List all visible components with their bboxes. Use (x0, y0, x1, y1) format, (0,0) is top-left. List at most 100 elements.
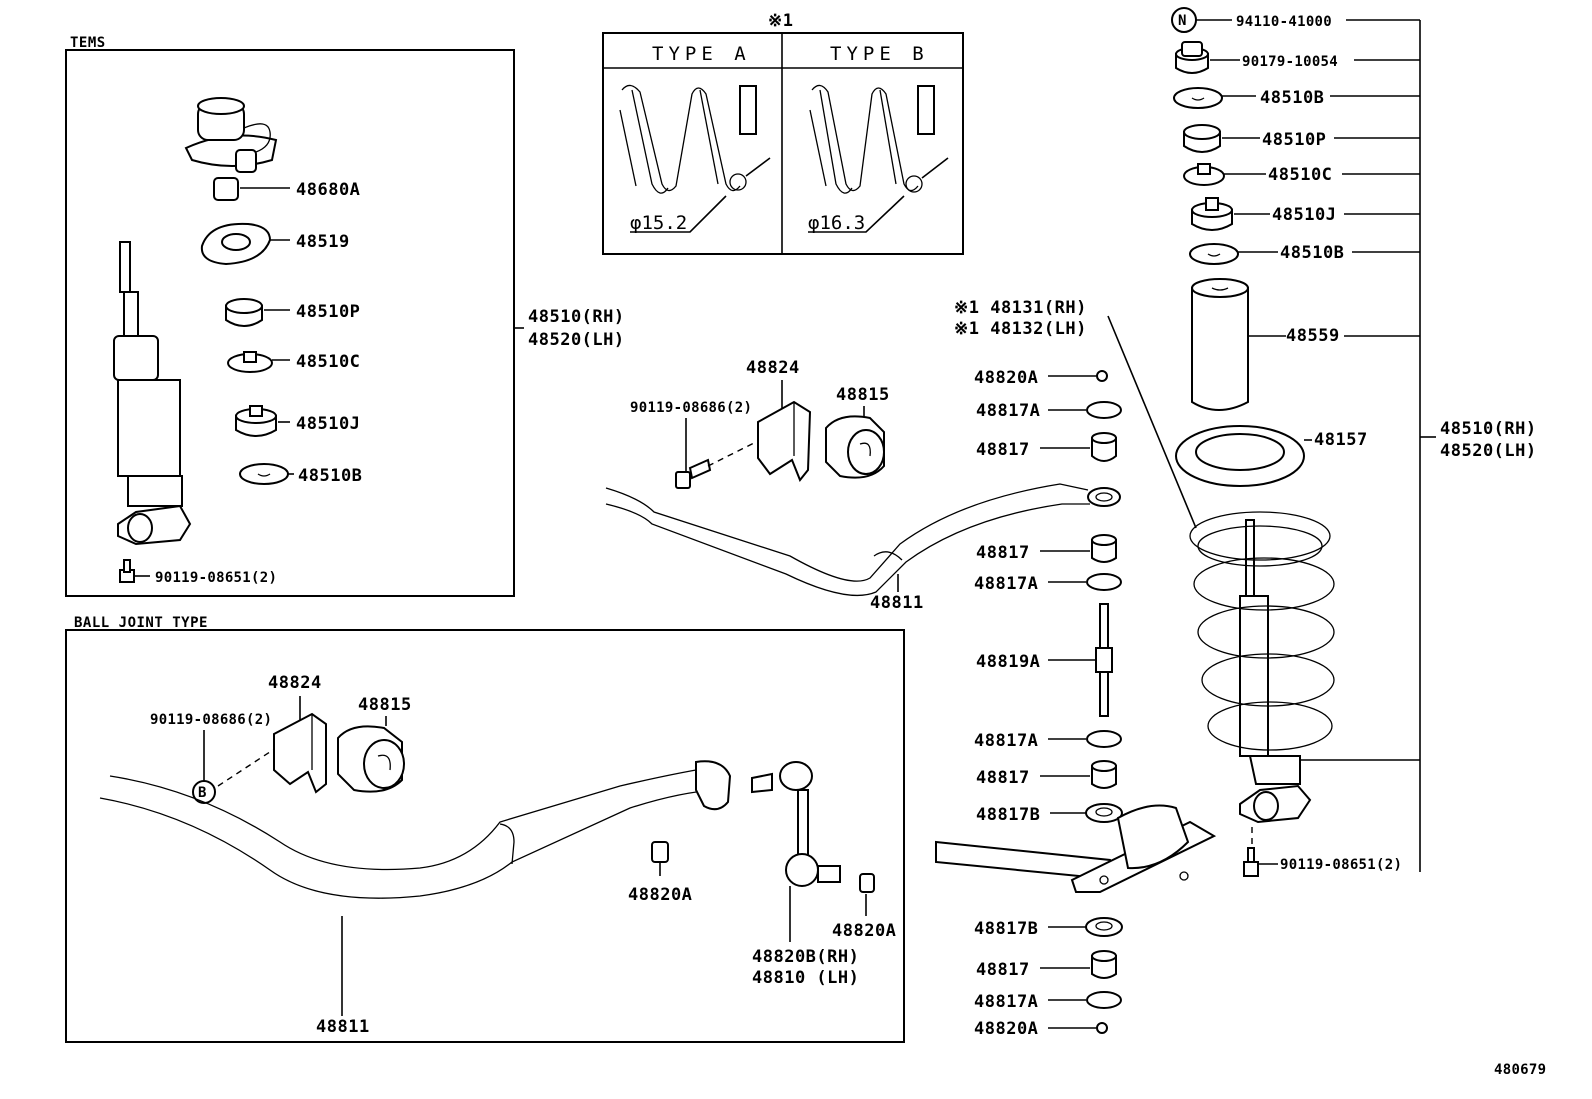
label-bj-link-lh: 48810 (LH) (752, 968, 859, 988)
spring-type-table: ※1 TYPE A TYPE B φ15.2 φ1 (602, 11, 964, 255)
tems-actuator-icon (184, 97, 278, 173)
stack-label-1: 48817A (976, 401, 1040, 421)
label-tems-assy-rh: 48510(RH) (528, 307, 625, 327)
coil-spring-strut-icon (1189, 511, 1335, 824)
spring-type-a-icon (619, 84, 771, 233)
upper-stabilizer-bar-icon (605, 483, 1121, 597)
label-strut-48510b: 48510B (1280, 243, 1344, 263)
stack-label-8: 48817B (976, 805, 1040, 825)
stack-bushing-10-icon (1091, 950, 1117, 979)
stack-retainer-11-icon (1086, 991, 1122, 1009)
label-90179: 90179-10054 (1242, 54, 1338, 70)
label-bj-nut-a: 48820A (628, 885, 692, 905)
upper-bolt-icon (675, 458, 712, 489)
label-bj-link-rh: 48820B(RH) (752, 947, 859, 967)
stack-link-bolt-5-icon (1095, 603, 1113, 717)
label-bj-bracket: 48824 (268, 673, 322, 693)
label-upper-bar: 48811 (870, 593, 924, 613)
stack-retainer-6-icon (1086, 730, 1122, 748)
spring-type-b-icon (808, 84, 949, 233)
marker-b-icon (192, 780, 216, 804)
nut-48680a-icon (213, 177, 239, 201)
mount-48519-icon (200, 222, 272, 266)
label-strut-assy-rh: 48510(RH) (1440, 419, 1537, 439)
stack-cup-9-icon (1085, 917, 1123, 937)
type-a-heading: TYPE A (652, 43, 751, 65)
stack-label-11: 48817A (974, 992, 1038, 1012)
stack-retainer-1-icon (1086, 401, 1122, 419)
label-strut-48510p: 48510P (1262, 130, 1326, 150)
label-48559: 48559 (1286, 326, 1340, 346)
label-strut-48510j: 48510J (1272, 205, 1336, 225)
spring-table-frame (602, 32, 964, 255)
label-bj-bar: 48811 (316, 1017, 370, 1037)
label-upper-bracket: 48824 (746, 358, 800, 378)
label-bj-bolt: 90119-08686(2) (150, 712, 272, 728)
bj-link-icon (751, 761, 841, 887)
cap-nut-90179-icon (1175, 41, 1209, 74)
label-upper-bolt: 90119-08686(2) (630, 400, 752, 416)
tems-shock-absorber-icon (113, 241, 192, 546)
stack-nut-0-icon (1096, 370, 1108, 382)
label-strut-48510c: 48510C (1268, 165, 1332, 185)
label-bj-nut-b: 48820A (832, 921, 896, 941)
label-upper-bushing: 48815 (836, 385, 890, 405)
stack-label-3: 48817 (976, 543, 1030, 563)
bump-boot-48559-icon (1191, 278, 1249, 411)
stack-bushing-2-icon (1091, 432, 1117, 462)
label-48510j: 48510J (296, 414, 360, 434)
label-48510c: 48510C (296, 352, 360, 372)
note-marker: ※1 (768, 11, 793, 31)
ball-joint-section: BALL JOINT TYPE 90119-08686(2) B 48824 4… (65, 615, 905, 1043)
label-tems-assy-lh: 48520(LH) (528, 330, 625, 350)
stack-label-6: 48817A (974, 731, 1038, 751)
stack-retainer-4-icon (1086, 573, 1122, 591)
upper-bolt-dash (707, 439, 761, 467)
stack-label-9: 48817B (974, 919, 1038, 939)
bj-bracket-icon (273, 712, 327, 794)
stack-label-10: 48817 (976, 960, 1030, 980)
insulator-48157-icon (1175, 425, 1305, 487)
stack-label-7: 48817 (976, 768, 1030, 788)
stack-cup-8-icon (1085, 803, 1123, 823)
label-48680a: 48680A (296, 180, 360, 200)
label-strut-48510b-top: 48510B (1260, 88, 1324, 108)
nut-marker: N (1178, 13, 1187, 29)
figure-id: 480679 (1494, 1062, 1546, 1078)
strut-bolt-icon (1243, 847, 1259, 877)
label-coil-spring-rh: ※1 48131(RH) (954, 298, 1087, 318)
stack-label-2: 48817 (976, 440, 1030, 460)
label-48157: 48157 (1314, 430, 1368, 450)
link-stack-section: ※1 48131(RH) ※1 48132(LH) 48820A 48817A … (935, 298, 1217, 1039)
ball-joint-heading: BALL JOINT TYPE (74, 615, 208, 631)
bj-bushing-icon (337, 725, 405, 793)
stack-bushing-3-icon (1091, 534, 1117, 563)
tems-section: TEMS 48680A 48519 48510P (65, 35, 625, 597)
ball-joint-frame (65, 629, 905, 1043)
upper-bushing-icon (825, 415, 885, 479)
tems-bolt-icon (119, 559, 135, 583)
label-48510p: 48510P (296, 302, 360, 322)
washer-strut-48510b-icon (1189, 243, 1239, 265)
lower-arm-icon (935, 804, 1217, 893)
type-b-heading: TYPE B (830, 43, 929, 65)
bj-nut-a-icon (651, 841, 669, 863)
stack-bushing-7-icon (1091, 760, 1117, 789)
strut-stack-section: N 94110-41000 90179-10054 48510B 48510P (1171, 7, 1537, 877)
label-48510b: 48510B (298, 466, 362, 486)
marker-b: B (198, 785, 207, 801)
retainer-strut-48510c-icon (1183, 163, 1225, 186)
stack-label-4: 48817A (974, 574, 1038, 594)
label-48519: 48519 (296, 232, 350, 252)
label-bj-bushing: 48815 (358, 695, 412, 715)
stack-nut-12-icon (1096, 1022, 1108, 1034)
stack-label-5: 48819A (976, 652, 1040, 672)
tems-heading: TEMS (70, 35, 106, 51)
washer-48510b-icon (239, 463, 289, 485)
upper-stabilizer-section: 90119-08686(2) 48824 48815 48811 (605, 358, 1121, 613)
bj-stabilizer-bar-icon (99, 760, 732, 899)
bj-nut-b-icon (859, 873, 875, 893)
bushing-strut-48510p-icon (1183, 124, 1221, 153)
stack-label-0: 48820A (974, 368, 1038, 388)
